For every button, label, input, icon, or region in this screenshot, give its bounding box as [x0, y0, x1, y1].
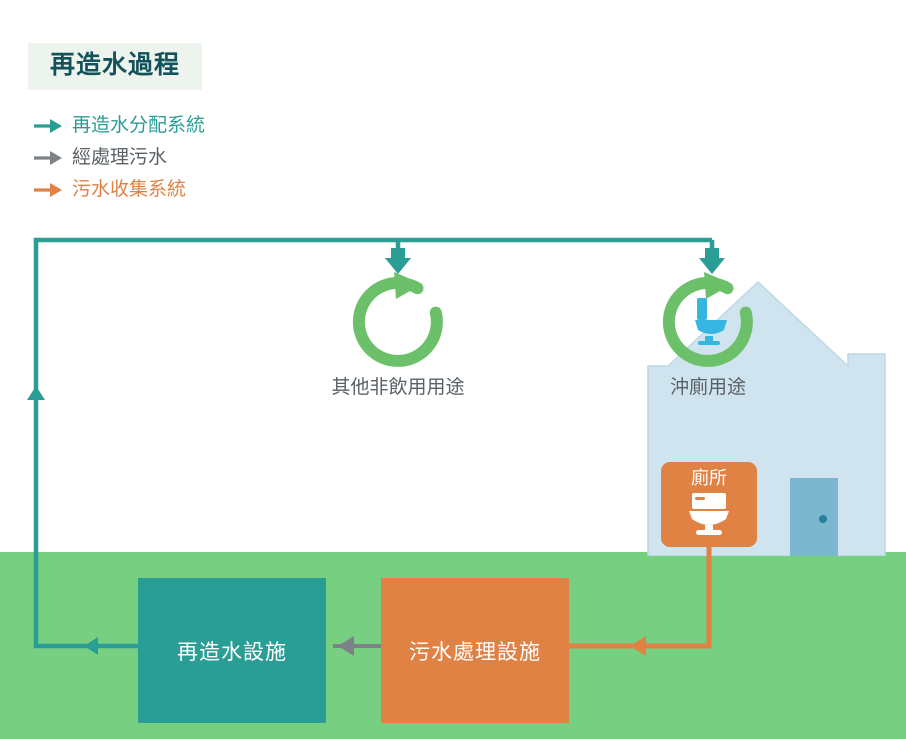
sewage-treatment-facility-label: 污水處理設施 [409, 640, 541, 664]
sewage-treatment-facility-box: 污水處理設施 [381, 578, 569, 723]
flow-treated-sewage [333, 636, 381, 656]
legend: 再造水分配系統 經處理污水 污水收集系統 [34, 110, 205, 206]
legend-item-treated-sewage: 經處理污水 [34, 142, 205, 174]
other-use-caption: 其他非飲用用途 [331, 377, 465, 398]
arrowhead-up-icon [27, 386, 45, 400]
arrow-right-icon [34, 151, 62, 165]
page-title-text: 再造水過程 [50, 51, 181, 79]
house-door [790, 478, 838, 556]
arrowhead-down-icon [385, 248, 411, 274]
arrow-right-icon [34, 119, 62, 133]
door-handle-icon [819, 515, 827, 523]
arrowhead-left-icon [84, 637, 98, 655]
toilet-sign: 廁所 [661, 462, 757, 547]
toilet-sign-label: 廁所 [691, 468, 727, 488]
arrow-right-icon [34, 183, 62, 197]
legend-label-recycled-water: 再造水分配系統 [72, 115, 206, 136]
toilet-use-caption: 沖廁用途 [669, 377, 746, 398]
page-title: 再造水過程 [28, 43, 203, 90]
arrowhead-down-icon [699, 248, 725, 274]
recycle-toilet-icon [662, 272, 753, 367]
legend-label-sewage-collection: 污水收集系統 [72, 179, 187, 200]
recycled-water-facility-label: 再造水設施 [177, 640, 287, 664]
toilet-icon [689, 493, 729, 535]
legend-item-recycled-water: 再造水分配系統 [34, 110, 205, 142]
recycle-arrow-icon [352, 272, 443, 367]
toilet-icon [695, 298, 727, 345]
flow-recycled-water [27, 237, 725, 655]
arrowhead-left-icon [338, 636, 354, 656]
recycled-water-facility-box: 再造水設施 [138, 578, 326, 723]
flow-sewage-collection [569, 532, 712, 656]
arrowhead-left-icon [630, 636, 646, 656]
legend-label-treated-sewage: 經處理污水 [72, 147, 168, 168]
legend-item-sewage-collection: 污水收集系統 [34, 174, 205, 206]
